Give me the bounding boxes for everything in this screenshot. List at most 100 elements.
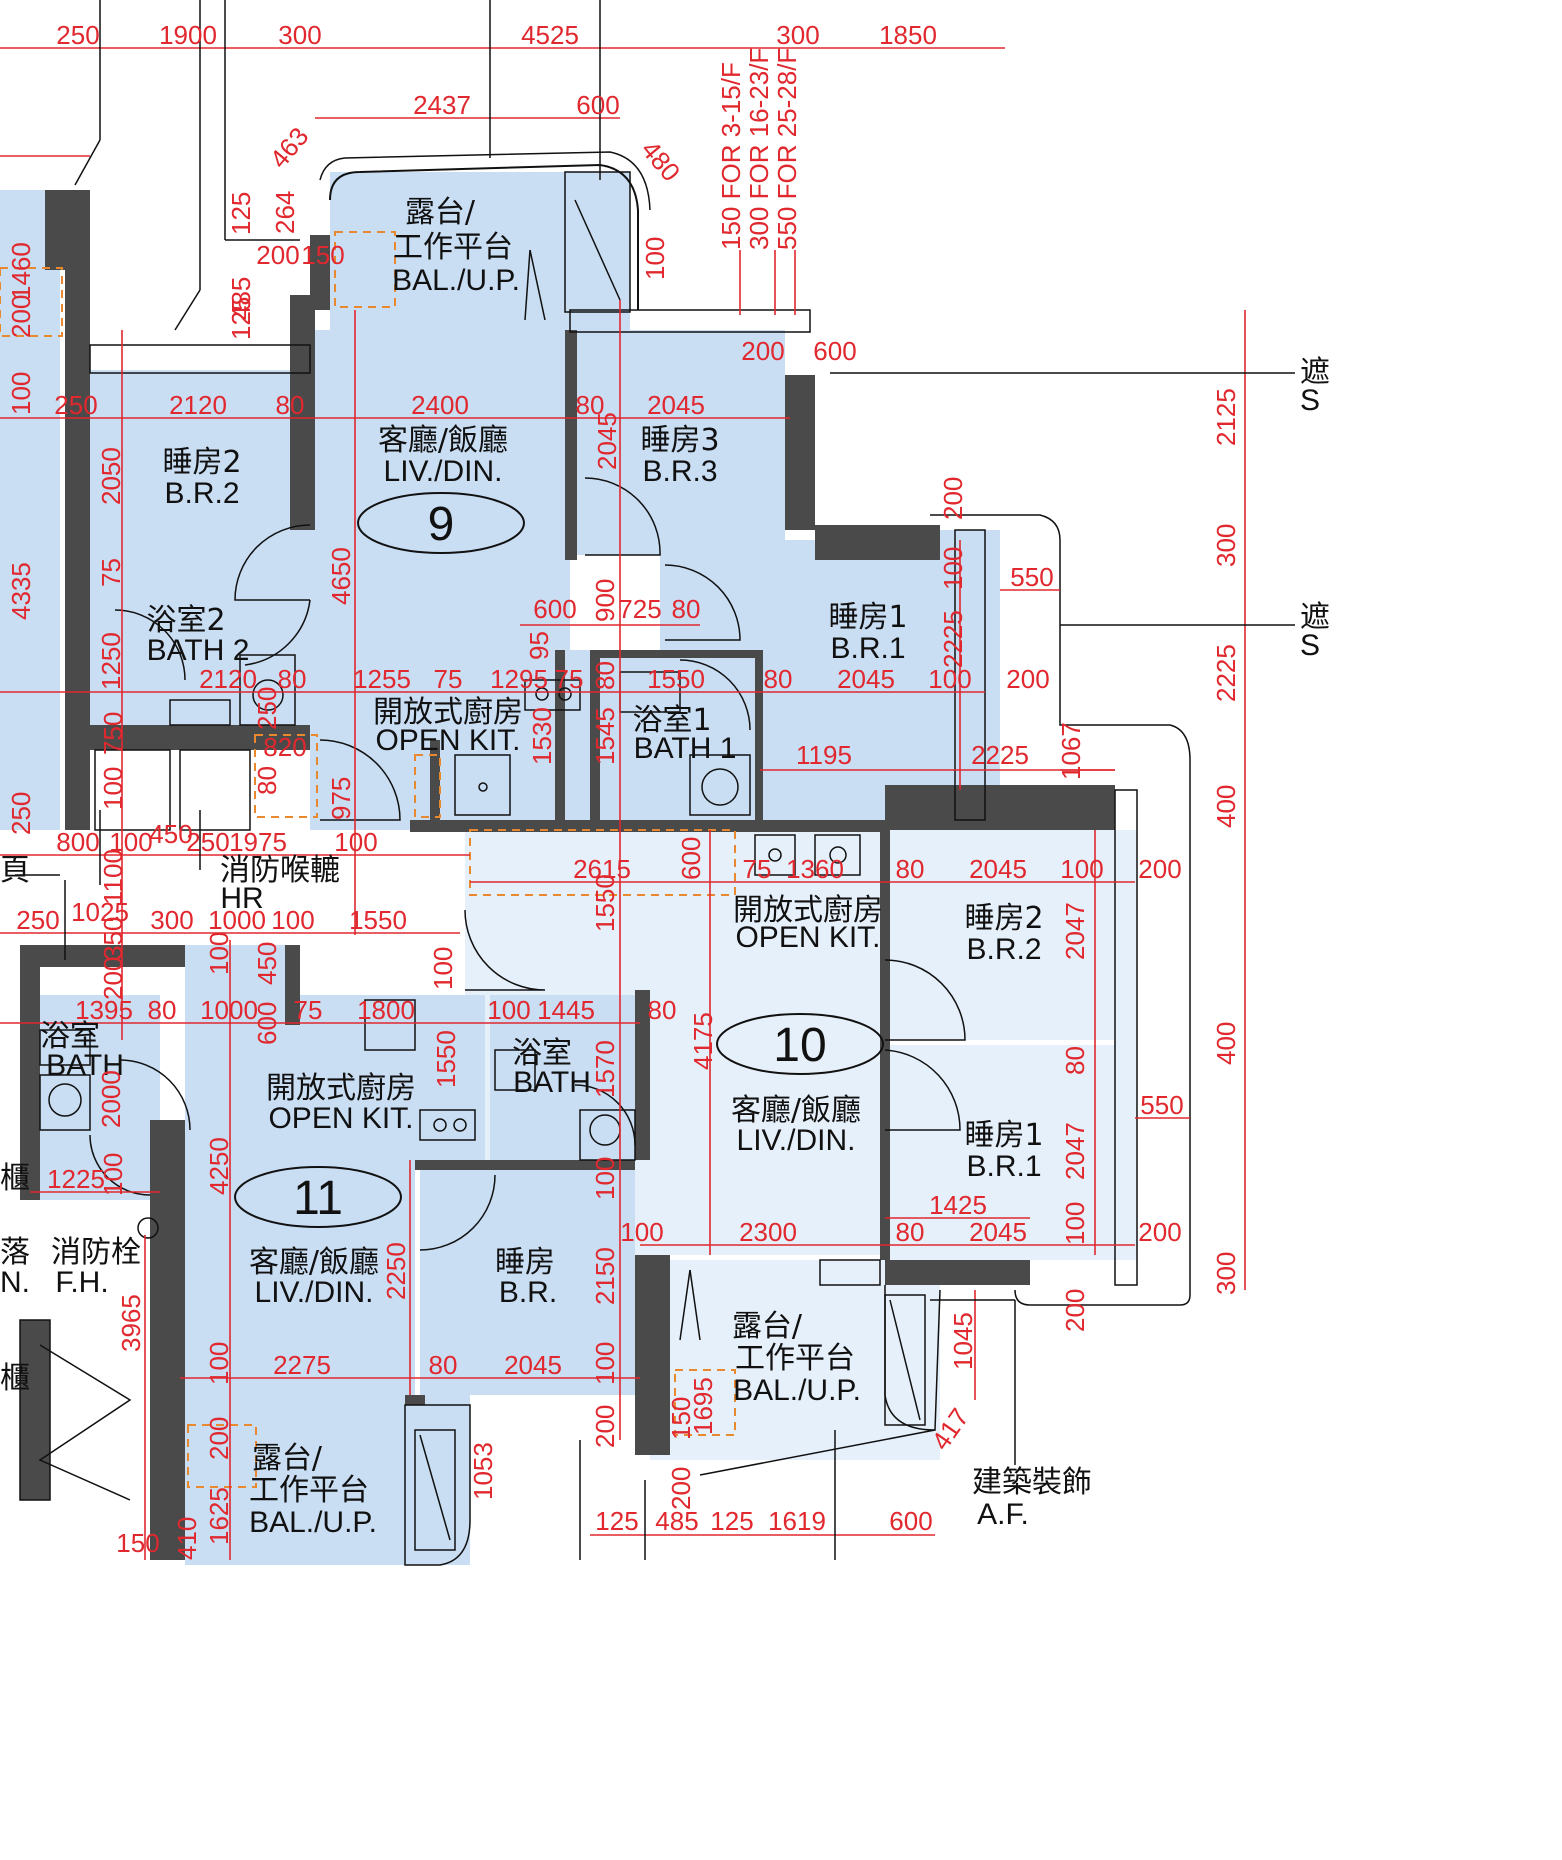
unit11-kit-label-en: OPEN KIT.: [268, 1102, 413, 1135]
dim-u9-10: 125: [226, 297, 256, 340]
dim-u9-54: 600: [813, 336, 856, 366]
dim-u9-18: 80: [576, 390, 605, 420]
dim-u10-15: 1425: [929, 1190, 987, 1220]
dim-u11-17: 100: [487, 995, 530, 1025]
unit11-balcony-label-cn1: 露台/: [252, 1441, 323, 1476]
unit11-br-label-cn: 睡房: [495, 1245, 555, 1280]
dim-u11-35: 200: [590, 1405, 620, 1448]
dim-u9-49: 100: [938, 547, 968, 590]
unit9-living-label-cn: 客廳/飯廳: [378, 423, 508, 458]
shared-bath-label-cn: 浴室: [40, 1019, 100, 1054]
fixtures: [39, 654, 861, 1239]
dim-u11-31: 2275: [273, 1350, 331, 1380]
dim-u10-20: 100: [1060, 1202, 1090, 1245]
dim-u9-55: 820: [263, 732, 306, 762]
unit10-balcony-label-en: BAL./U.P.: [733, 1374, 861, 1407]
floor-notes: 150 FOR 3-15/F 300 FOR 16-23/F 550 FOR 2…: [716, 48, 802, 250]
dim-u11-6: 1550: [349, 905, 407, 935]
unit9-kit-fill: [430, 650, 595, 820]
dim-u9-51: 1067: [1056, 722, 1086, 780]
dim-u9-64: 250: [186, 827, 229, 857]
left-partial-fill: [0, 190, 60, 830]
unit9-living-label-en: LIV./DIN.: [384, 455, 503, 488]
unit10-br2-label-cn: 睡房2: [964, 901, 1043, 936]
dim-u11-7: 1100: [98, 849, 128, 905]
dim-u9-2: 600: [576, 90, 619, 120]
left-edge-label-4: 櫃: [0, 1361, 30, 1396]
dim-u10-36: 300: [1211, 524, 1241, 567]
dim-u11-13: 80: [148, 995, 177, 1025]
dim-u9-56: 80: [252, 766, 282, 795]
unit10-br1-label-cn: 睡房1: [964, 1118, 1043, 1153]
dim-u9-17: 2400: [411, 390, 469, 420]
dim-u9-43: 1530: [527, 707, 557, 765]
unit9-bath2-label-cn: 浴室2: [146, 603, 225, 638]
left-edge-label-1: 櫃: [0, 1161, 30, 1196]
architectural-feature-label-en: A.F.: [977, 1498, 1029, 1531]
dim-u9-23: 4335: [6, 562, 36, 620]
dim-u11-27: 2250: [381, 1242, 411, 1300]
dim-u9-59: 100: [98, 767, 128, 810]
dim-u11-36: 1053: [468, 1442, 498, 1500]
dim-u11-11: 450: [252, 942, 282, 985]
dim-u9-13: 100: [6, 372, 36, 415]
hose-reel-label-en: HR: [220, 882, 263, 915]
dim-u10-8: 200: [1138, 854, 1181, 884]
dim-u9-11: 1460: [6, 242, 36, 300]
unit10-balcony-label-cn1: 露台/: [732, 1309, 803, 1344]
unit9-bath1-fill: [595, 650, 760, 820]
dim-u11-23: 2000: [96, 1070, 126, 1128]
dim-u11-21: 1550: [431, 1030, 461, 1088]
dim-u11-24: 1225: [47, 1164, 105, 1194]
dim-u9-26: 900: [590, 579, 620, 622]
dim-u9-31: 2120: [199, 664, 257, 694]
unit10-shaft-fill: [1115, 830, 1137, 1260]
unit9-balcony-label-cn1: 露台/: [405, 195, 476, 230]
fire-hydrant-label-cn: 消防栓: [51, 1235, 141, 1270]
left-edge-label-5: 頁: [0, 853, 30, 888]
dim-u10-2: 600: [676, 837, 706, 880]
shared-bath-label-en: BATH: [46, 1049, 124, 1082]
dim-u11-29: 3965: [116, 1294, 146, 1352]
dim-u10-27: 200: [666, 1467, 696, 1510]
dim-u11-37: 200: [204, 1417, 234, 1460]
unit11-br-label-en: B.R.: [499, 1276, 557, 1309]
unit10-living-label-en: LIV./DIN.: [737, 1124, 856, 1157]
unit9-bath2-label-en: BATH 2: [147, 634, 250, 667]
dim-u9-63: 450: [149, 819, 192, 849]
unit9-balcony-fill: [330, 172, 630, 332]
dim-u9-41: 100: [928, 664, 971, 694]
dim-u9-24: 75: [96, 558, 126, 587]
unit11-living-fill: [185, 1120, 415, 1395]
dim-u9-34: 75: [434, 664, 463, 694]
dim-u10-32: 600: [889, 1506, 932, 1536]
dim-u9-28: 80: [672, 594, 701, 624]
dim-u11-22: 1570: [590, 1040, 620, 1098]
dim-top-2: 1900: [159, 20, 217, 50]
unit9-shaft-fill: [940, 530, 1000, 820]
dim-u10-12: 80: [1060, 1046, 1090, 1075]
dim-u11-10: 100: [204, 932, 234, 975]
dim-u10-23: 1045: [948, 1312, 978, 1370]
outlines: [19, 151, 1191, 1566]
unit9-br3-label-cn: 睡房3: [640, 423, 719, 458]
dim-u9-9: 485: [226, 277, 256, 320]
dim-u10-35: 2225: [1211, 644, 1241, 702]
dim-u10-11: 2047: [1060, 902, 1090, 960]
unit9-br2-label-en: B.R.2: [164, 477, 239, 510]
dim-u9-33: 1255: [353, 664, 411, 694]
dim-u11-25: 100: [98, 1153, 128, 1196]
dim-u9-65: 1975: [229, 827, 287, 857]
dim-u10-7: 100: [1060, 854, 1103, 884]
unit9-br1-label-cn: 睡房1: [828, 600, 907, 635]
dim-u9-6: 200: [256, 240, 299, 270]
dim-u9-50: 2225: [971, 740, 1029, 770]
floor-note-3: 550 FOR 25-28/F: [772, 48, 802, 250]
dim-u11-28: 2150: [590, 1247, 620, 1305]
unit10-br2-fill: [890, 830, 1115, 1040]
right-edge-label-3: 遮: [1300, 600, 1330, 635]
dim-u9-27: 725: [618, 594, 661, 624]
dim-u9-35: 1295: [490, 664, 548, 694]
dim-u10-25: 1695: [688, 1377, 718, 1435]
